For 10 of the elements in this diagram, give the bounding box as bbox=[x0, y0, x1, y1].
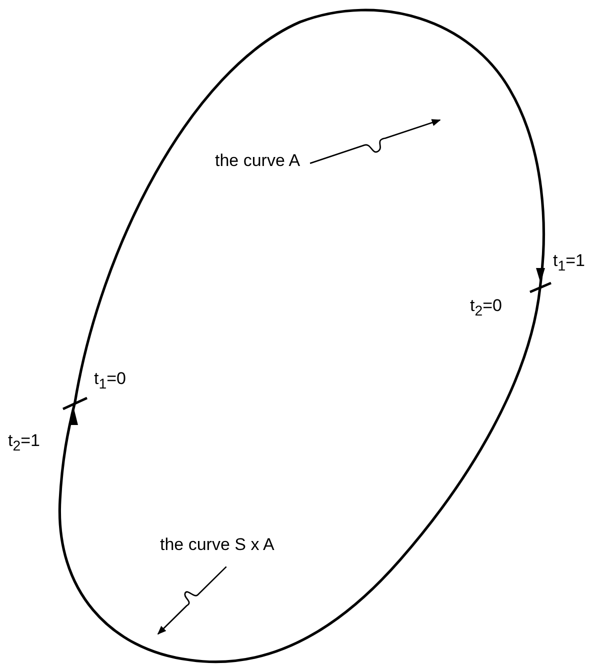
curve-arc bbox=[74, 8, 545, 402]
curve-arc bbox=[58, 288, 542, 663]
parameter-label: t$_{2}$=1 bbox=[8, 432, 40, 455]
parameter-label: t$_{1}$=1 bbox=[553, 252, 585, 275]
curve-label: the curve S x A bbox=[160, 536, 274, 555]
parameter-label: t$_{1}$=0 bbox=[94, 370, 126, 393]
parameter-label: t$_{2}$=0 bbox=[470, 297, 502, 320]
leader-line bbox=[310, 119, 441, 164]
curve-label: the curve A bbox=[215, 152, 300, 171]
leader-line bbox=[157, 566, 227, 635]
